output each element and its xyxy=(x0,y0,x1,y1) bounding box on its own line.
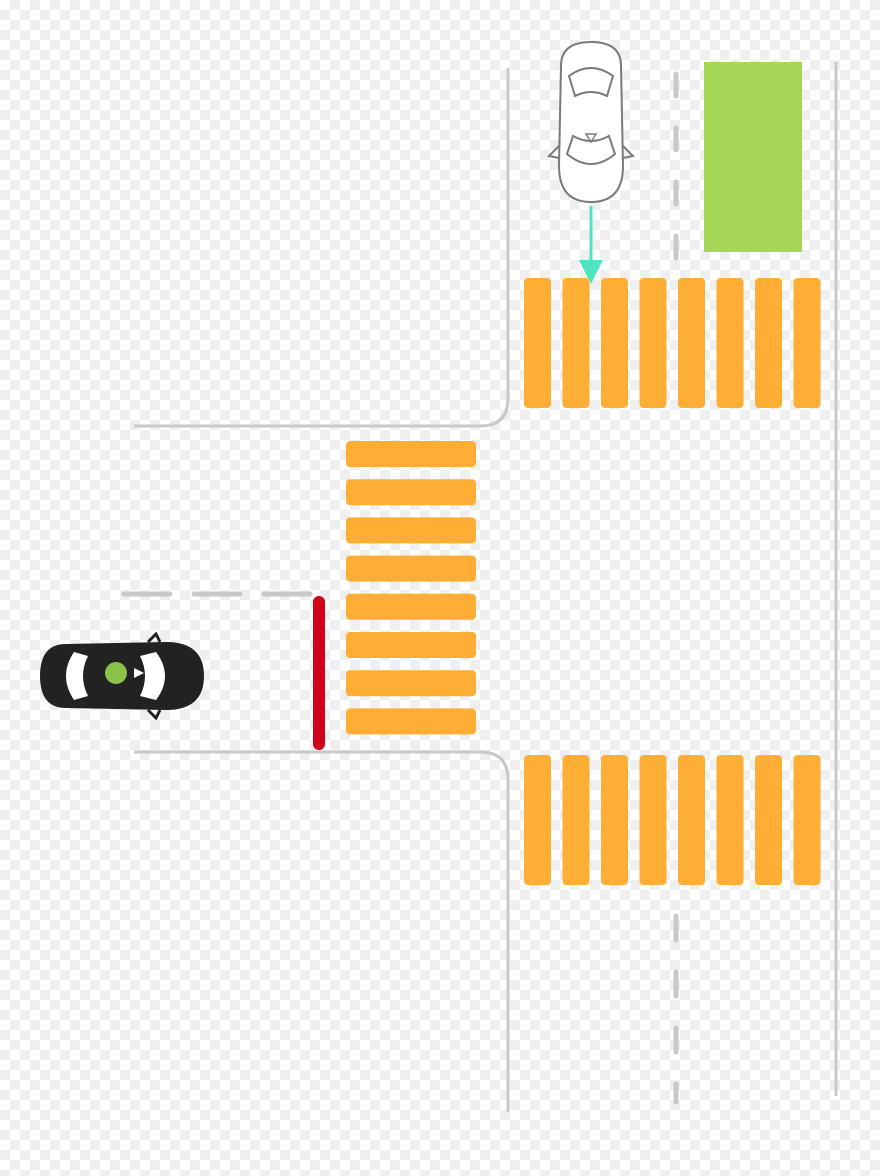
crosswalk-stripe xyxy=(524,755,551,885)
crosswalk-stripe xyxy=(346,441,476,467)
ego-car-marker xyxy=(105,662,127,684)
other-car-direction-icon xyxy=(584,133,598,144)
ego-car-mirror-bottom xyxy=(146,708,162,721)
other-car-windshield xyxy=(565,134,617,165)
car-top-view-dark-icon xyxy=(40,631,204,721)
ego-car-windshield xyxy=(140,652,165,700)
crosswalk-stripe xyxy=(755,278,782,408)
crosswalk-stripe xyxy=(346,479,476,506)
road-edges xyxy=(134,62,838,1112)
road-edge-lower xyxy=(134,750,510,1112)
crosswalk-stripe xyxy=(639,755,667,885)
other-car-mirror-right xyxy=(622,145,636,159)
ego-car-mirror-top xyxy=(146,631,162,644)
crosswalk-stripe xyxy=(639,278,667,408)
parking-zone xyxy=(704,62,802,252)
crosswalk-stripe xyxy=(524,278,551,408)
crosswalk-stripe xyxy=(346,708,476,735)
other-car-mirror-left xyxy=(546,145,560,159)
road-edge-upper xyxy=(134,68,510,428)
crosswalk-stripe xyxy=(755,755,782,885)
car-top-view-outline-icon xyxy=(546,40,636,204)
crosswalk-stripe xyxy=(346,632,476,658)
crosswalk-stripe xyxy=(716,278,744,408)
crosswalk-stripe xyxy=(601,278,628,408)
crosswalk-stripe xyxy=(346,555,476,582)
crosswalk-left xyxy=(346,441,476,735)
crosswalk-stripe xyxy=(716,755,744,885)
crosswalk-stripe xyxy=(346,670,476,697)
crosswalk-stripe xyxy=(793,278,821,408)
crosswalk-top xyxy=(524,278,821,408)
crosswalk-stripe xyxy=(678,755,705,885)
other-car-body xyxy=(559,42,623,202)
ego-car-rear-window xyxy=(66,652,88,700)
crosswalk-stripe xyxy=(793,755,821,885)
lane-dashes xyxy=(121,71,679,1105)
crosswalk-bottom xyxy=(524,755,821,885)
crosswalk-stripe xyxy=(678,278,705,408)
crosswalk-stripe xyxy=(562,278,590,408)
other-car-outline xyxy=(557,40,625,204)
other-car-rear-window xyxy=(567,67,615,98)
crosswalk-stripe xyxy=(562,755,590,885)
crosswalk-stripe xyxy=(346,593,476,620)
crosswalk-stripe xyxy=(346,517,476,544)
ego-car-direction-icon xyxy=(134,668,144,678)
crosswalk-stripe xyxy=(601,755,628,885)
